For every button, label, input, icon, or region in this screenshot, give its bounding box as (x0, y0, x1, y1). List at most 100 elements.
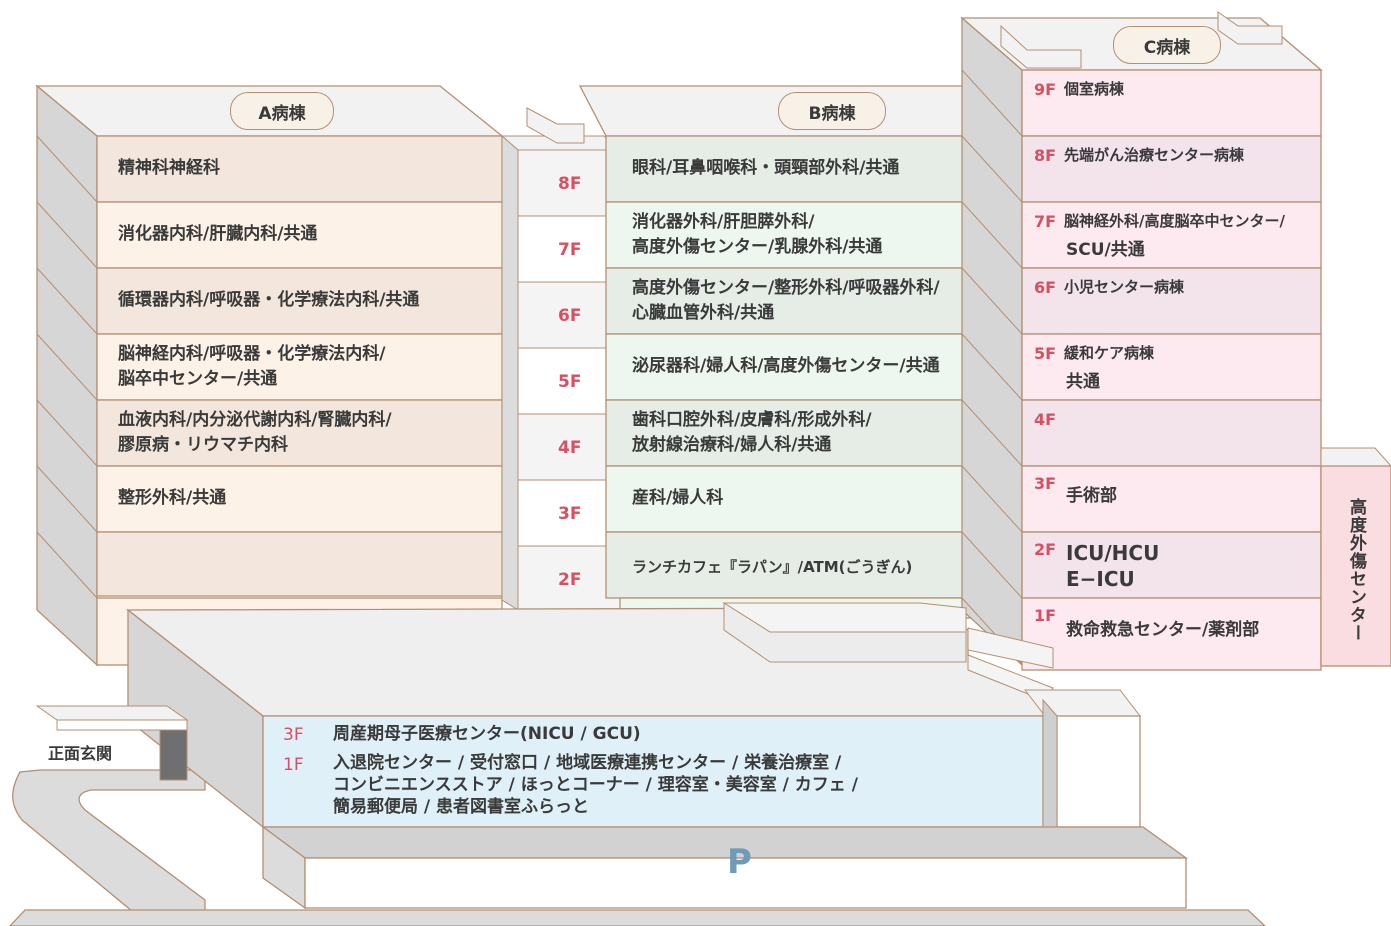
main-entrance-label: 正面玄関 (48, 744, 113, 763)
c-row-label2-7F: SCU/共通 (1066, 240, 1145, 260)
c-row-label2-5F: 共通 (1066, 372, 1100, 392)
c-row-bg-3F (1021, 465, 1322, 533)
c-side-line-2 (961, 135, 1023, 203)
c-side-line-1 (961, 69, 1023, 137)
c-side-line-7 (961, 465, 1023, 533)
b-row-bg-6 (605, 465, 1015, 533)
a-side-line-3 (36, 267, 98, 335)
a-row-label-4: 脳神経内科/呼吸器・化学療法内科/ 脳卒中センター/共通 (118, 344, 386, 389)
annex-floor-1: 1F (283, 755, 304, 775)
trauma-block (1320, 465, 1391, 667)
core-floor-7F: 7F (558, 240, 582, 260)
c-roof-box-left (1000, 24, 1082, 69)
parking-roof (261, 826, 1189, 859)
c-floor-6F: 6F (1034, 278, 1057, 297)
a-side-line-7 (36, 531, 98, 599)
b-row-bg-7 (605, 531, 1015, 599)
core-floor-8F: 8F (558, 174, 582, 194)
annex-box1 (723, 602, 967, 663)
c-floor-1F: 1F (1034, 606, 1057, 625)
core-row-bg-5F (517, 347, 621, 415)
c-floor-3F: 3F (1034, 474, 1057, 493)
a-row-bg-7 (96, 531, 503, 597)
core-row-bg-2F (517, 545, 621, 613)
parking-mark: P (727, 842, 752, 882)
c-floor-9F: 9F (1034, 80, 1057, 99)
c-row-bg-5F (1021, 333, 1322, 401)
c-row-bg-6F (1021, 267, 1322, 335)
core-floor-5F: 5F (558, 372, 582, 392)
b-row-label-7: ランチカフェ『ラパン』/ATM(ごうぎん) (632, 558, 913, 576)
center-core-side (501, 134, 519, 611)
a-building-tag: A病棟 (230, 92, 334, 130)
a-row-label-2: 消化器内科/肝臓内科/共通 (118, 224, 318, 244)
b-row-label-2: 消化器外科/肝胆膵外科/ 高度外傷センター/乳腺外科/共通 (632, 212, 883, 257)
annex-text-3: 周産期母子医療センター(NICU / GCU) (333, 724, 641, 744)
b-row-label-6: 産科/婦人科 (632, 488, 724, 508)
b-row-label-4: 泌尿器科/婦人科/高度外傷センター/共通 (632, 356, 940, 376)
c-floor-7F: 7F (1034, 212, 1057, 231)
a-row-bg-5 (96, 399, 503, 467)
b-row-bg-4 (605, 333, 1015, 401)
trauma-block-roof (1320, 447, 1391, 467)
a-side-line-4 (36, 333, 98, 401)
core-row-bg-7F (517, 215, 621, 283)
b-row-bg-1 (605, 135, 1015, 203)
a-row-label-1: 精神科神経科 (118, 158, 220, 178)
core-row-bg-3F (517, 479, 621, 547)
entrance-canopy-front (56, 719, 188, 731)
annex-front (262, 715, 1044, 828)
road-bottom (9, 909, 1266, 926)
c-side-line-4 (961, 267, 1023, 335)
core-floor-3F: 3F (558, 504, 582, 524)
core-row-bg-4F (517, 413, 621, 481)
core-floor-4F: 4F (558, 438, 582, 458)
c-row-bg-9F (1021, 69, 1322, 137)
c-row-bg-7F (1021, 201, 1322, 269)
b-building-tag: B病棟 (778, 92, 886, 130)
b-row-label-5: 歯科口腔外科/皮膚科/形成外科/ 放射線治療科/婦人科/共通 (632, 410, 872, 455)
a-side-line-2 (36, 201, 98, 269)
core-floor-2F: 2F (558, 570, 582, 590)
a-row-bg-6 (96, 465, 503, 533)
c-building-side (961, 16, 1023, 667)
annex-right-wing-side (1042, 698, 1058, 828)
a-building-rows (36, 135, 503, 666)
c-floor-8F: 8F (1034, 146, 1057, 165)
entrance-door (159, 729, 188, 781)
a-row-label-6: 整形外科/共通 (118, 488, 227, 508)
b-row-label-3: 高度外傷センター/整形外科/呼吸器外科/ 心臓血管外科/共通 (632, 278, 940, 323)
b-row-bg-2 (605, 201, 1015, 269)
a-building-side (36, 84, 98, 667)
annex-right-wing (1056, 715, 1141, 828)
a-row-bg-4 (96, 333, 503, 401)
c-row-label-5F: 緩和ケア病棟 (1064, 344, 1155, 362)
c-row-bg-4F (1021, 399, 1322, 467)
annex-right-wing-top (1023, 689, 1142, 717)
c-building-rows (961, 69, 1322, 671)
a-row-label-5: 血液内科/内分泌代謝内科/腎臓内科/ 膠原病・リウマチ内科 (118, 410, 392, 455)
b-row-label-1: 眼科/耳鼻咽喉科・頭頸部外科/共通 (632, 158, 900, 178)
c-building-tag: C病棟 (1113, 26, 1221, 64)
c-row-label-2F: ICU/HCU E−ICU (1066, 541, 1160, 591)
annex-text-1: 入退院センター / 受付窓口 / 地域医療連携センター / 栄養治療室 / コン… (333, 753, 858, 817)
c-floor-5F: 5F (1034, 344, 1057, 363)
c-row-label-7F: 脳神経外科/高度脳卒中センター/ (1064, 212, 1285, 230)
center-core-rows (517, 149, 621, 613)
c-row-bg-1F (1021, 597, 1322, 671)
a-side-line-5 (36, 399, 98, 467)
c-row-label-6F: 小児センター病棟 (1064, 278, 1185, 296)
trauma-center-label: 高度外傷センター (1346, 498, 1366, 642)
c-floor-2F: 2F (1034, 540, 1057, 559)
road-loop (12, 769, 206, 926)
c-side-line-3 (961, 201, 1023, 269)
c-floor-4F: 4F (1034, 410, 1057, 429)
c-row-label-1F: 救命救急センター/薬剤部 (1066, 620, 1260, 640)
c-row-label-9F: 個室病棟 (1064, 80, 1125, 98)
c-side-line-8 (961, 531, 1023, 599)
c-side-line-5 (961, 333, 1023, 401)
a-side-line-6 (36, 465, 98, 533)
core-row-bg-6F (517, 281, 621, 349)
a-row-bg-2 (96, 201, 503, 269)
